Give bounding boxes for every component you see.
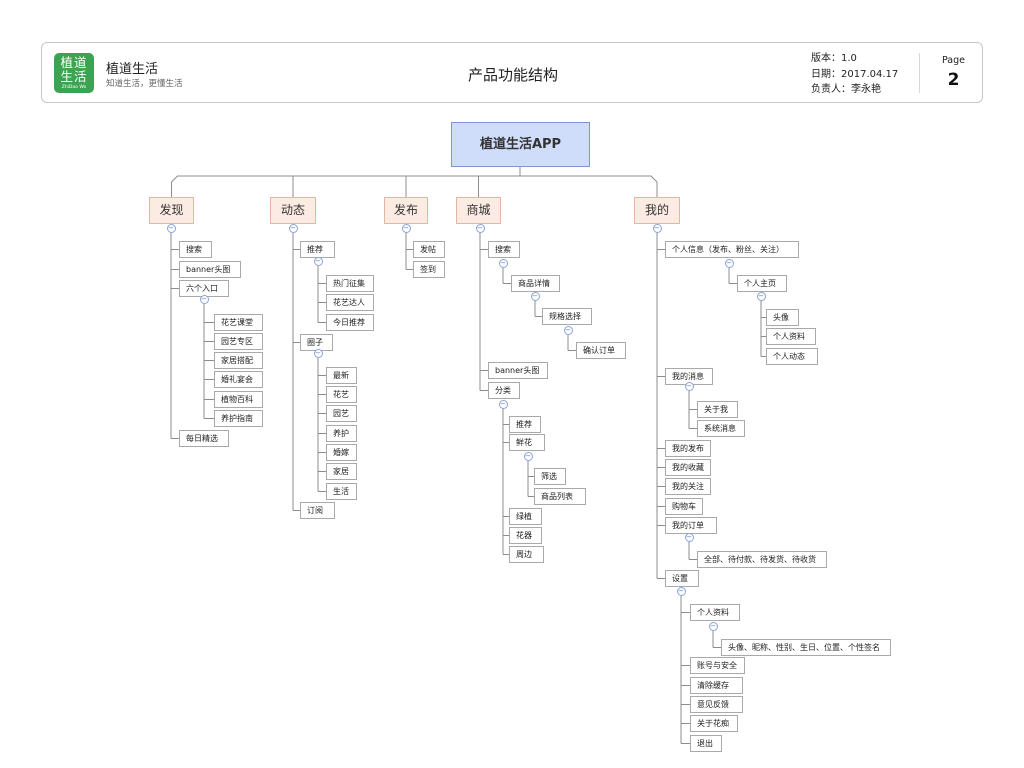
tree-node[interactable]: 花艺课堂 [214, 314, 263, 331]
tree-node[interactable]: 个人资料 [766, 328, 816, 345]
category-mine[interactable]: 我的 [634, 197, 680, 224]
collapse-toggle-icon[interactable]: − [708, 621, 718, 631]
tree-node[interactable]: 筛选 [534, 468, 566, 485]
tree-node[interactable]: 我的发布 [665, 440, 711, 457]
brand-slogan: 知道生活，更懂生活 [106, 79, 183, 89]
logo-text-bottom: 生活 [60, 69, 88, 84]
tree-node[interactable]: 植物百科 [214, 391, 263, 408]
date-label: 日期：2017.04.17 [811, 68, 899, 80]
collapse-toggle-icon[interactable]: − [199, 294, 209, 304]
tree-node[interactable]: banner头图 [488, 362, 548, 379]
meta-divider [919, 53, 920, 93]
tree-node[interactable]: 绿植 [509, 508, 542, 525]
category-publish[interactable]: 发布 [384, 197, 428, 224]
collapse-toggle-icon[interactable]: − [530, 291, 540, 301]
tree-node[interactable]: 分类 [488, 382, 520, 399]
tree-node[interactable]: 个人信息（发布、粉丝、关注） [665, 241, 799, 258]
tree-node[interactable]: 确认订单 [576, 342, 626, 359]
category-feed[interactable]: 动态 [270, 197, 316, 224]
collapse-toggle-icon[interactable]: − [652, 223, 662, 233]
document-header: 植道 生活 ZhiDao Wo 植道生活 知道生活，更懂生活 产品功能结构 版本… [41, 42, 983, 103]
collapse-toggle-icon[interactable]: − [475, 223, 485, 233]
tree-node[interactable]: 订阅 [300, 502, 335, 519]
tree-node[interactable]: 热门征集 [326, 275, 374, 292]
tree-node[interactable]: 系统消息 [697, 420, 745, 437]
tree-node[interactable]: 家居 [326, 463, 357, 480]
tree-node[interactable]: 园艺 [326, 405, 357, 422]
collapse-toggle-icon[interactable]: − [523, 451, 533, 461]
version-label: 版本：1.0 [811, 53, 857, 64]
collapse-toggle-icon[interactable]: − [498, 258, 508, 268]
collapse-toggle-icon[interactable]: − [313, 348, 323, 358]
tree-node[interactable]: 个人主页 [737, 275, 787, 292]
tree-node[interactable]: 头像、昵称、性别、生日、位置、个性签名 [721, 639, 891, 656]
logo-caption: ZhiDao Wo [61, 85, 87, 90]
category-discover[interactable]: 发现 [149, 197, 194, 224]
tree-node[interactable]: 最新 [326, 367, 357, 384]
collapse-toggle-icon[interactable]: − [724, 258, 734, 268]
tree-node[interactable]: 规格选择 [542, 308, 592, 325]
tree-node[interactable]: 商品详情 [511, 275, 560, 292]
tree-node[interactable]: 花器 [509, 527, 542, 544]
tree-node[interactable]: 清除缓存 [690, 677, 743, 694]
collapse-toggle-icon[interactable]: − [563, 325, 573, 335]
collapse-toggle-icon[interactable]: − [676, 586, 686, 596]
collapse-toggle-icon[interactable]: − [166, 223, 176, 233]
tree-node[interactable]: 周边 [509, 546, 544, 563]
collapse-toggle-icon[interactable]: − [756, 291, 766, 301]
brand-name: 植道生活 [106, 62, 159, 77]
owner-label: 负责人：李永艳 [811, 84, 881, 95]
tree-node[interactable]: 关于我 [697, 401, 738, 418]
tree-node[interactable]: 个人资料 [690, 604, 740, 621]
collapse-toggle-icon[interactable]: − [288, 223, 298, 233]
collapse-toggle-icon[interactable]: − [684, 381, 694, 391]
logo-text-top: 植道 [60, 55, 88, 70]
page-number: 2 [947, 70, 960, 90]
tree-node[interactable]: 园艺专区 [214, 333, 263, 350]
tree-node[interactable]: 头像 [766, 309, 799, 326]
tree-node[interactable]: 账号与安全 [690, 657, 745, 674]
category-bus [171, 175, 658, 197]
tree-node[interactable]: 意见反馈 [690, 696, 743, 713]
app-logo: 植道 生活 ZhiDao Wo [54, 53, 94, 93]
tree-node[interactable]: 今日推荐 [326, 314, 374, 331]
collapse-toggle-icon[interactable]: − [313, 256, 323, 266]
tree-node[interactable]: 个人动态 [766, 348, 818, 365]
tree-node[interactable]: 发帖 [413, 241, 445, 258]
tree-node[interactable]: 搜索 [179, 241, 212, 258]
tree-node[interactable]: 购物车 [665, 498, 703, 515]
tree-node[interactable]: 设置 [665, 570, 699, 587]
tree-node[interactable]: 全部、待付款、待发货、待收货 [697, 551, 827, 568]
tree-node[interactable]: 退出 [690, 735, 722, 752]
root-node: 植道生活APP [451, 122, 590, 167]
tree-node[interactable]: 搜索 [488, 241, 520, 258]
collapse-toggle-icon[interactable]: − [498, 399, 508, 409]
tree-node[interactable]: 养护指南 [214, 410, 263, 427]
tree-node[interactable]: 推荐 [509, 416, 541, 433]
tree-node[interactable]: 家居搭配 [214, 352, 263, 369]
document-meta: 版本：1.0 日期：2017.04.17 负责人：李永艳 [811, 51, 898, 98]
tree-node[interactable]: 关于花痴 [690, 715, 738, 732]
tree-node[interactable]: 每日精选 [179, 430, 229, 447]
category-mall[interactable]: 商城 [456, 197, 501, 224]
tree-node[interactable]: 签到 [413, 261, 445, 278]
page-label: Page [942, 55, 965, 66]
tree-node[interactable]: 婚嫁 [326, 444, 357, 461]
tree-node[interactable]: 生活 [326, 483, 357, 500]
tree-node[interactable]: 花艺 [326, 386, 357, 403]
tree-node[interactable]: 花艺达人 [326, 294, 374, 311]
tree-node[interactable]: 我的订单 [665, 517, 717, 534]
tree-node[interactable]: 我的关注 [665, 478, 711, 495]
tree-node[interactable]: 商品列表 [534, 488, 586, 505]
tree-node[interactable]: banner头图 [179, 261, 241, 278]
document-title: 产品功能结构 [467, 66, 558, 84]
tree-node[interactable]: 养护 [326, 425, 357, 442]
tree-node[interactable]: 推荐 [300, 241, 335, 258]
collapse-toggle-icon[interactable]: − [401, 223, 411, 233]
tree-node[interactable]: 鲜花 [509, 434, 545, 451]
collapse-toggle-icon[interactable]: − [684, 532, 694, 542]
tree-node[interactable]: 婚礼宴会 [214, 371, 263, 388]
tree-node[interactable]: 我的收藏 [665, 459, 711, 476]
